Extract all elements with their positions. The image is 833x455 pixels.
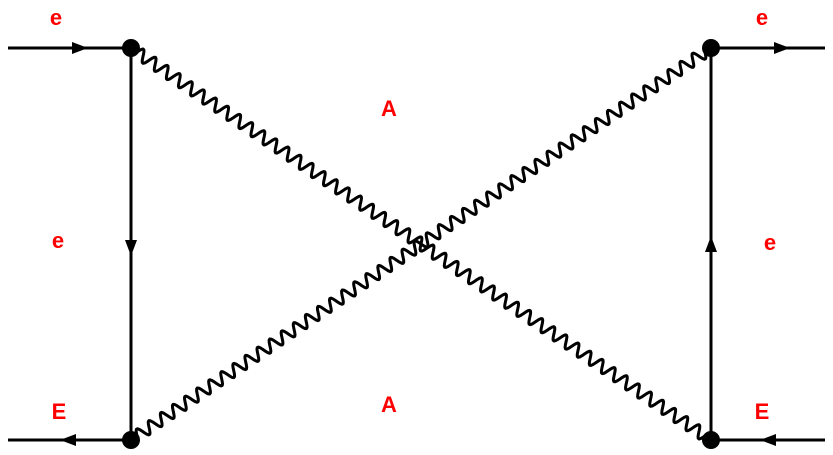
arrow-up-icon	[705, 236, 717, 252]
label-left-propagator: e	[52, 228, 64, 253]
arrow-left-icon	[760, 434, 776, 446]
arrow-down-icon	[125, 240, 137, 256]
label-incoming-bottom: E	[52, 399, 67, 424]
photon-line-bottom-left-to-top-right	[129, 43, 713, 445]
vertex-bottom-left	[122, 431, 140, 449]
arrow-right-icon	[774, 42, 790, 54]
vertex-bottom-right	[702, 431, 720, 449]
vertex-top-left	[122, 39, 140, 57]
arrow-right-icon	[72, 42, 88, 54]
label-photon-bottom: A	[381, 392, 397, 417]
vertex-top-right	[702, 39, 720, 57]
label-outgoing-top: e	[756, 5, 768, 30]
label-outgoing-bottom: E	[755, 399, 770, 424]
label-right-propagator: e	[764, 230, 776, 255]
arrow-left-icon	[60, 434, 76, 446]
label-photon-top: A	[381, 96, 397, 121]
label-incoming-top: e	[50, 5, 62, 30]
